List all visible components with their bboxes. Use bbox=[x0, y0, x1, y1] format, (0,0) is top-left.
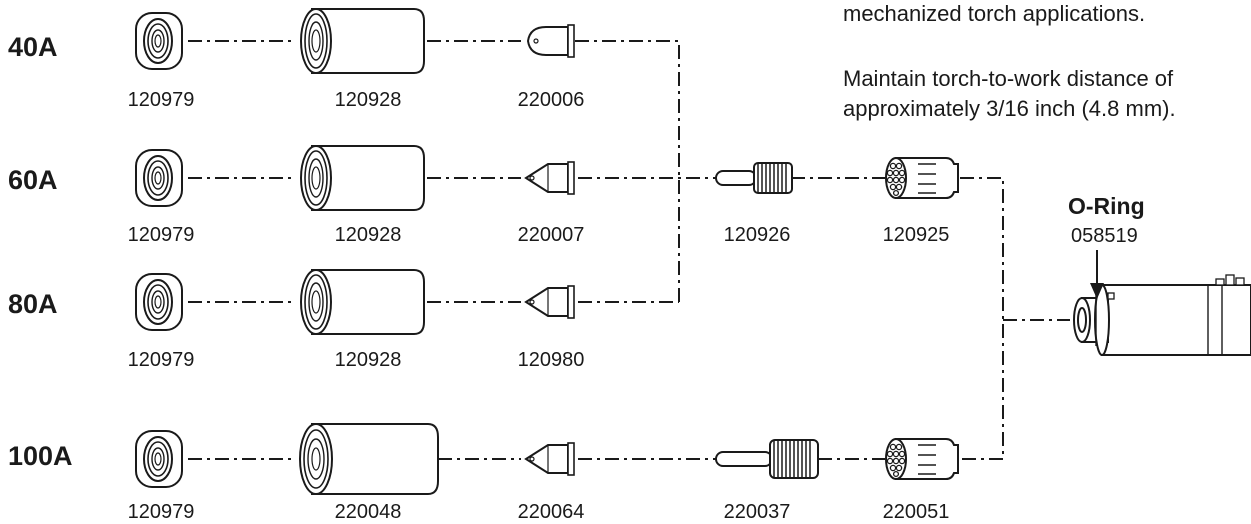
electrode-icon bbox=[715, 439, 819, 479]
part-number: 220048 bbox=[334, 501, 402, 523]
part-number: 120980 bbox=[517, 349, 585, 371]
connector-lines bbox=[188, 40, 1070, 460]
shield-icon bbox=[135, 430, 183, 488]
torch-head-icon bbox=[1073, 274, 1251, 356]
swirl-ring-part-number: 120925 bbox=[882, 224, 950, 246]
retaining-cap-icon bbox=[300, 145, 425, 211]
part-number: 220064 bbox=[517, 501, 585, 523]
part-number: 120928 bbox=[334, 224, 402, 246]
shield-icon bbox=[135, 273, 183, 331]
swirl-ring-icon bbox=[885, 438, 959, 480]
nozzle-icon bbox=[525, 285, 575, 319]
part-number: 120979 bbox=[127, 224, 195, 246]
part-number: 120979 bbox=[127, 349, 195, 371]
part-number: 120928 bbox=[334, 89, 402, 111]
shield-icon bbox=[135, 149, 183, 207]
nozzle-icon bbox=[525, 161, 575, 195]
note-line-2: Maintain torch-to-work distance of bbox=[843, 66, 1174, 91]
part-number: 120979 bbox=[127, 89, 195, 111]
nozzle-icon bbox=[525, 442, 575, 476]
part-number: 220037 bbox=[723, 501, 791, 523]
note-line-1: mechanized torch applications. bbox=[843, 1, 1146, 26]
note-line-3: approximately 3/16 inch (4.8 mm). bbox=[843, 96, 1176, 121]
part-number: 120979 bbox=[127, 501, 195, 523]
amperage-label-40a: 40A bbox=[8, 32, 58, 62]
arrow-icon bbox=[1090, 250, 1104, 299]
part-number: 220007 bbox=[517, 224, 585, 246]
nozzle-icon bbox=[527, 24, 575, 58]
retaining-cap-icon bbox=[299, 423, 439, 495]
swirl-ring-icon bbox=[885, 157, 959, 199]
amperage-label-80a: 80A bbox=[8, 289, 58, 319]
part-number: 220051 bbox=[882, 501, 950, 523]
electrode-icon bbox=[715, 162, 793, 194]
electrode-part-number: 120926 bbox=[723, 224, 791, 246]
amperage-label-100a: 100A bbox=[8, 441, 73, 471]
shield-icon bbox=[135, 12, 183, 70]
oring-part-number: 058519 bbox=[1071, 225, 1138, 247]
amperage-label-60a: 60A bbox=[8, 165, 58, 195]
part-number: 120928 bbox=[334, 349, 402, 371]
oring-title: O-Ring bbox=[1068, 193, 1145, 219]
part-number: 220006 bbox=[517, 89, 585, 111]
retaining-cap-icon bbox=[300, 8, 425, 74]
retaining-cap-icon bbox=[300, 269, 425, 335]
